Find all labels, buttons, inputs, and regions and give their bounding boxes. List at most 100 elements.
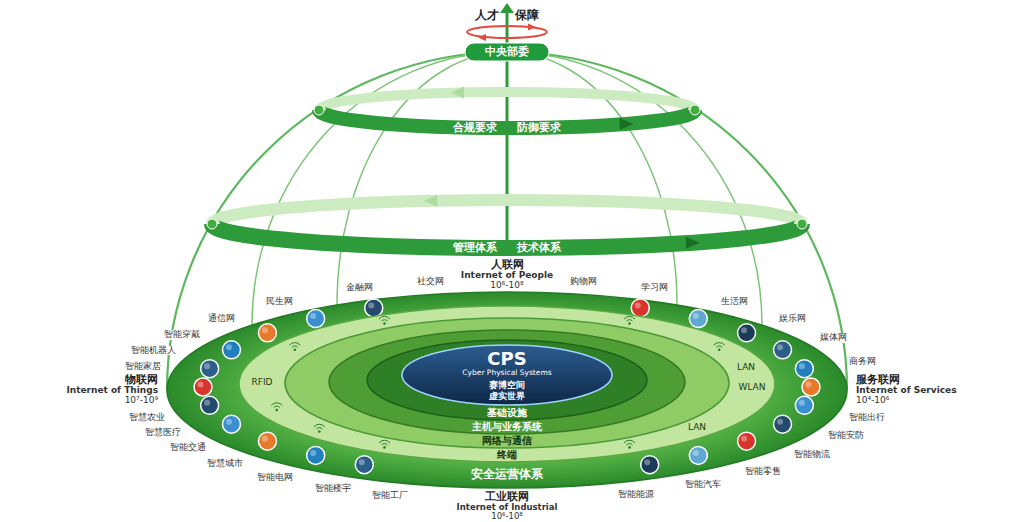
node-text: 合规要求 — [453, 122, 497, 135]
icon-highlight — [262, 436, 268, 442]
annotation-label: 物联网 — [125, 374, 158, 386]
ring-shape — [285, 318, 729, 448]
infrastructure-ring: 基础设施CPSCyber Physical Systems赛博空间虚实世界 — [365, 338, 649, 422]
ring-back — [212, 200, 802, 224]
cycle-arrowhead — [528, 24, 536, 31]
icon-highlight — [644, 459, 650, 465]
annotation-label: 通信网 — [206, 314, 237, 324]
annotation-label: 媒体网 — [818, 333, 849, 343]
icon-highlight — [693, 450, 699, 456]
icon-highlight — [204, 400, 210, 406]
app-icon — [631, 299, 649, 317]
authority-pill: 中央部委 — [464, 42, 550, 62]
app-icon — [201, 360, 219, 378]
icon-highlight — [262, 327, 268, 333]
app-icon — [307, 310, 325, 328]
icon-highlight — [226, 419, 232, 425]
network-ring: 网络与通信主机与业务系统基础设施CPSCyber Physical System… — [283, 316, 731, 450]
ring-shape — [367, 340, 647, 420]
annotation-label: 商务网 — [847, 357, 878, 367]
annotation-label: 金融网 — [344, 283, 375, 293]
wifi-symbol — [314, 424, 325, 432]
app-icon — [258, 324, 276, 342]
icon-highlight — [777, 344, 783, 350]
system-ring: 管理体系技术体系 — [202, 190, 812, 258]
app-icon — [222, 341, 240, 359]
annotation-label: 智慧城市 — [205, 459, 245, 469]
annotation-label: LAN — [688, 423, 706, 433]
node-text: 基础设施 — [487, 407, 527, 419]
cycle-arrow — [467, 26, 547, 38]
annotation-label: 智慧医疗 — [143, 428, 183, 438]
icon-highlight — [741, 327, 747, 333]
app-icon — [641, 456, 659, 474]
node-text: 虚实世界 — [489, 391, 525, 401]
ring-dot — [797, 219, 807, 229]
node-text: 赛博空间 — [489, 380, 525, 390]
annotation-label: 娱乐网 — [777, 314, 808, 324]
app-icon — [222, 415, 240, 433]
annotation-label: 10⁶-10⁸ — [490, 281, 523, 291]
app-icon — [774, 415, 792, 433]
icon-highlight — [777, 419, 783, 425]
app-icon — [795, 396, 813, 414]
cps-core: CPSCyber Physical Systems赛博空间虚实世界 — [400, 343, 614, 407]
annotation-label: 10⁶-10⁸ — [491, 512, 523, 521]
pill-shape — [465, 43, 549, 61]
app-icon — [795, 360, 813, 378]
app-icon — [365, 299, 383, 317]
node-text: CPS — [487, 349, 526, 370]
icon-highlight — [635, 302, 641, 308]
annotation-label: 购物网 — [568, 277, 599, 287]
annotation-label: 智能安防 — [826, 432, 866, 442]
icon-highlight — [198, 382, 204, 388]
ring-chevron — [424, 195, 437, 207]
annotation-label: 智能机器人 — [129, 346, 178, 356]
annotation-label: 民生网 — [264, 297, 295, 307]
icon-highlight — [310, 313, 316, 319]
app-icon — [689, 446, 707, 464]
annotation-label: 人才 — [475, 9, 499, 22]
app-icon — [355, 456, 373, 474]
ring-chevron — [451, 87, 464, 99]
ring-chevron — [620, 118, 634, 130]
cycle-arrowhead — [478, 34, 486, 41]
icon-highlight — [310, 450, 316, 456]
wifi-symbol — [714, 343, 725, 351]
wifi-symbol — [289, 343, 300, 351]
annotation-label: 10⁴-10⁶ — [856, 396, 889, 406]
app-icon — [194, 378, 212, 396]
app-icon — [258, 432, 276, 450]
wifi-symbol — [379, 316, 390, 324]
wifi-symbol — [379, 440, 390, 448]
annotation-label: 智能穿戴 — [162, 330, 202, 340]
ring-back — [319, 92, 695, 110]
annotation-label: 智能交通 — [168, 443, 208, 453]
wifi-symbol — [271, 403, 282, 411]
annotation-label: Internet of Things — [66, 386, 158, 396]
requirement-ring: 合规要求防御要求 — [309, 82, 705, 138]
ring-chevron — [686, 237, 700, 249]
terminal-ring: 终端网络与通信主机与业务系统基础设施CPSCyber Physical Syst… — [237, 304, 777, 464]
annotation-label: Internet of People — [461, 271, 553, 281]
node-text: 主机与业务系统 — [472, 421, 542, 433]
ring-outline — [309, 82, 705, 138]
annotation-label: 智能汽车 — [683, 480, 723, 490]
annotation-label: LAN — [737, 363, 755, 373]
node-text: 技术体系 — [517, 242, 561, 255]
ring-shape — [329, 330, 685, 434]
annotation-label: 智能楼宇 — [313, 484, 353, 494]
annotation-label: 智慧农业 — [127, 414, 167, 424]
app-icon — [689, 310, 707, 328]
annotation-label: 社交网 — [415, 277, 446, 287]
annotation-label: 学习网 — [639, 283, 670, 293]
icon-highlight — [693, 313, 699, 319]
icon-highlight — [359, 459, 365, 465]
annotation-label: 生活网 — [719, 297, 750, 307]
ring-dot — [690, 105, 700, 115]
app-icon — [738, 432, 756, 450]
annotation-label: 智能零售 — [743, 467, 783, 477]
icon-highlight — [799, 363, 805, 369]
annotation-label: 10⁷-10⁹ — [125, 396, 158, 406]
